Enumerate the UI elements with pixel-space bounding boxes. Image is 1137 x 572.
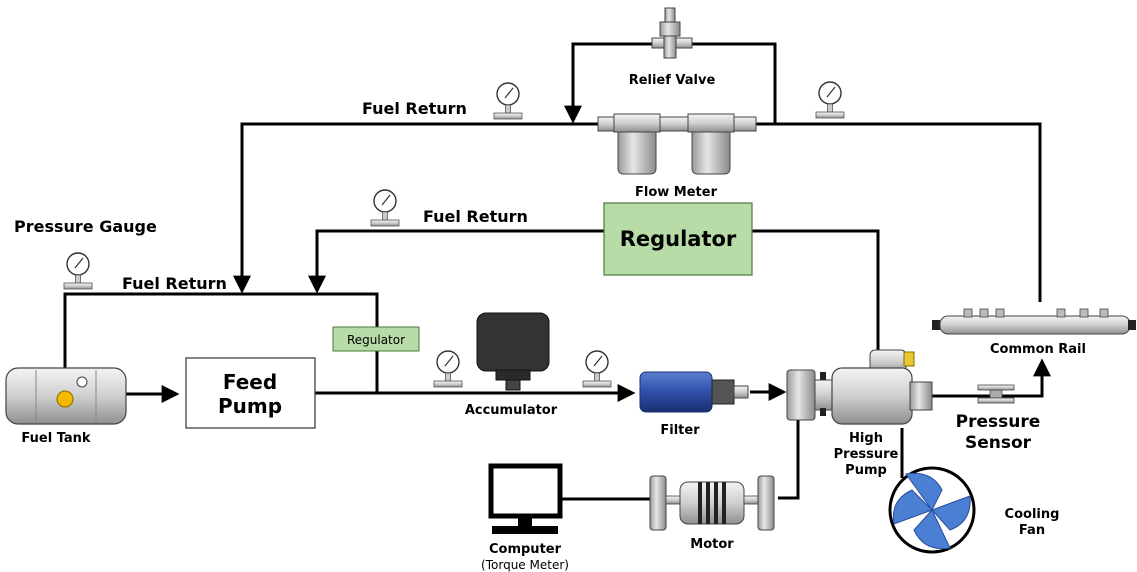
motor-label: Motor: [690, 537, 734, 552]
hp-pump-label-1: High: [849, 431, 883, 446]
feed-pump-label-1: Feed: [223, 370, 277, 394]
hp-to-motor-line: [778, 420, 800, 500]
relief-valve-line-right: [690, 42, 777, 124]
flow-meter-icon: [597, 113, 757, 175]
pressure-gauge-label: Pressure Gauge: [14, 217, 157, 236]
filter-label: Filter: [660, 423, 700, 438]
high-pressure-pump-icon: [786, 349, 933, 425]
flow-meter-label: Flow Meter: [635, 185, 718, 200]
filter-icon: [639, 371, 749, 413]
pipe-lines: [56, 42, 1051, 501]
cooling-fan-label-2: Fan: [1019, 523, 1045, 538]
cooling-fan-label-1: Cooling: [1005, 507, 1060, 522]
hp-to-rail-line: [932, 358, 1051, 398]
fuel-tank-icon: [5, 367, 127, 425]
accumulator-label: Accumulator: [465, 403, 558, 418]
fuel-return-low-label: Fuel Return: [122, 274, 227, 293]
fuel-return-mid-label: Fuel Return: [423, 207, 528, 226]
pressure-gauge-icon: [582, 350, 612, 388]
pressure-gauge-icon: [63, 252, 93, 290]
accumulator-icon: [476, 312, 550, 391]
relief-valve-label: Relief Valve: [629, 73, 716, 88]
regulator-main-label: Regulator: [620, 227, 737, 251]
computer-label-1: Computer: [489, 542, 562, 557]
common-rail-icon: [932, 308, 1136, 335]
computer-icon: [488, 463, 563, 534]
regulator-small-box: [332, 326, 420, 352]
regulator-feed-line: [752, 229, 880, 350]
relief-valve-icon: [651, 7, 693, 59]
feed-pump-label-2: Pump: [218, 394, 282, 418]
fuel-return-top-label: Fuel Return: [362, 99, 467, 118]
regulator-main-box: [603, 202, 753, 276]
pressure-gauge-icon: [493, 82, 523, 120]
fuel-return-mid-line: [308, 229, 604, 294]
hp-pump-label-3: Pump: [845, 463, 887, 478]
computer-label-2: (Torque Meter): [481, 558, 569, 572]
common-rail-label: Common Rail: [990, 342, 1086, 357]
pressure-gauge-icon: [815, 81, 845, 119]
pressure-sensor-icon: [977, 384, 1015, 404]
hp-pump-label-2: Pressure: [834, 447, 899, 462]
feed-pump-box: [185, 357, 316, 429]
pressure-sensor-label-2: Sensor: [965, 433, 1032, 453]
motor-icon: [649, 475, 775, 531]
pressure-gauge-icon: [433, 350, 463, 388]
pressure-sensor-label-1: Pressure: [956, 412, 1041, 432]
relief-valve-line-left: [564, 42, 658, 124]
regulator-small-label: Regulator: [347, 333, 405, 347]
cooling-fan-icon: [888, 466, 976, 554]
fuel-tank-label: Fuel Tank: [21, 431, 91, 446]
pressure-gauge-icon: [370, 189, 400, 227]
